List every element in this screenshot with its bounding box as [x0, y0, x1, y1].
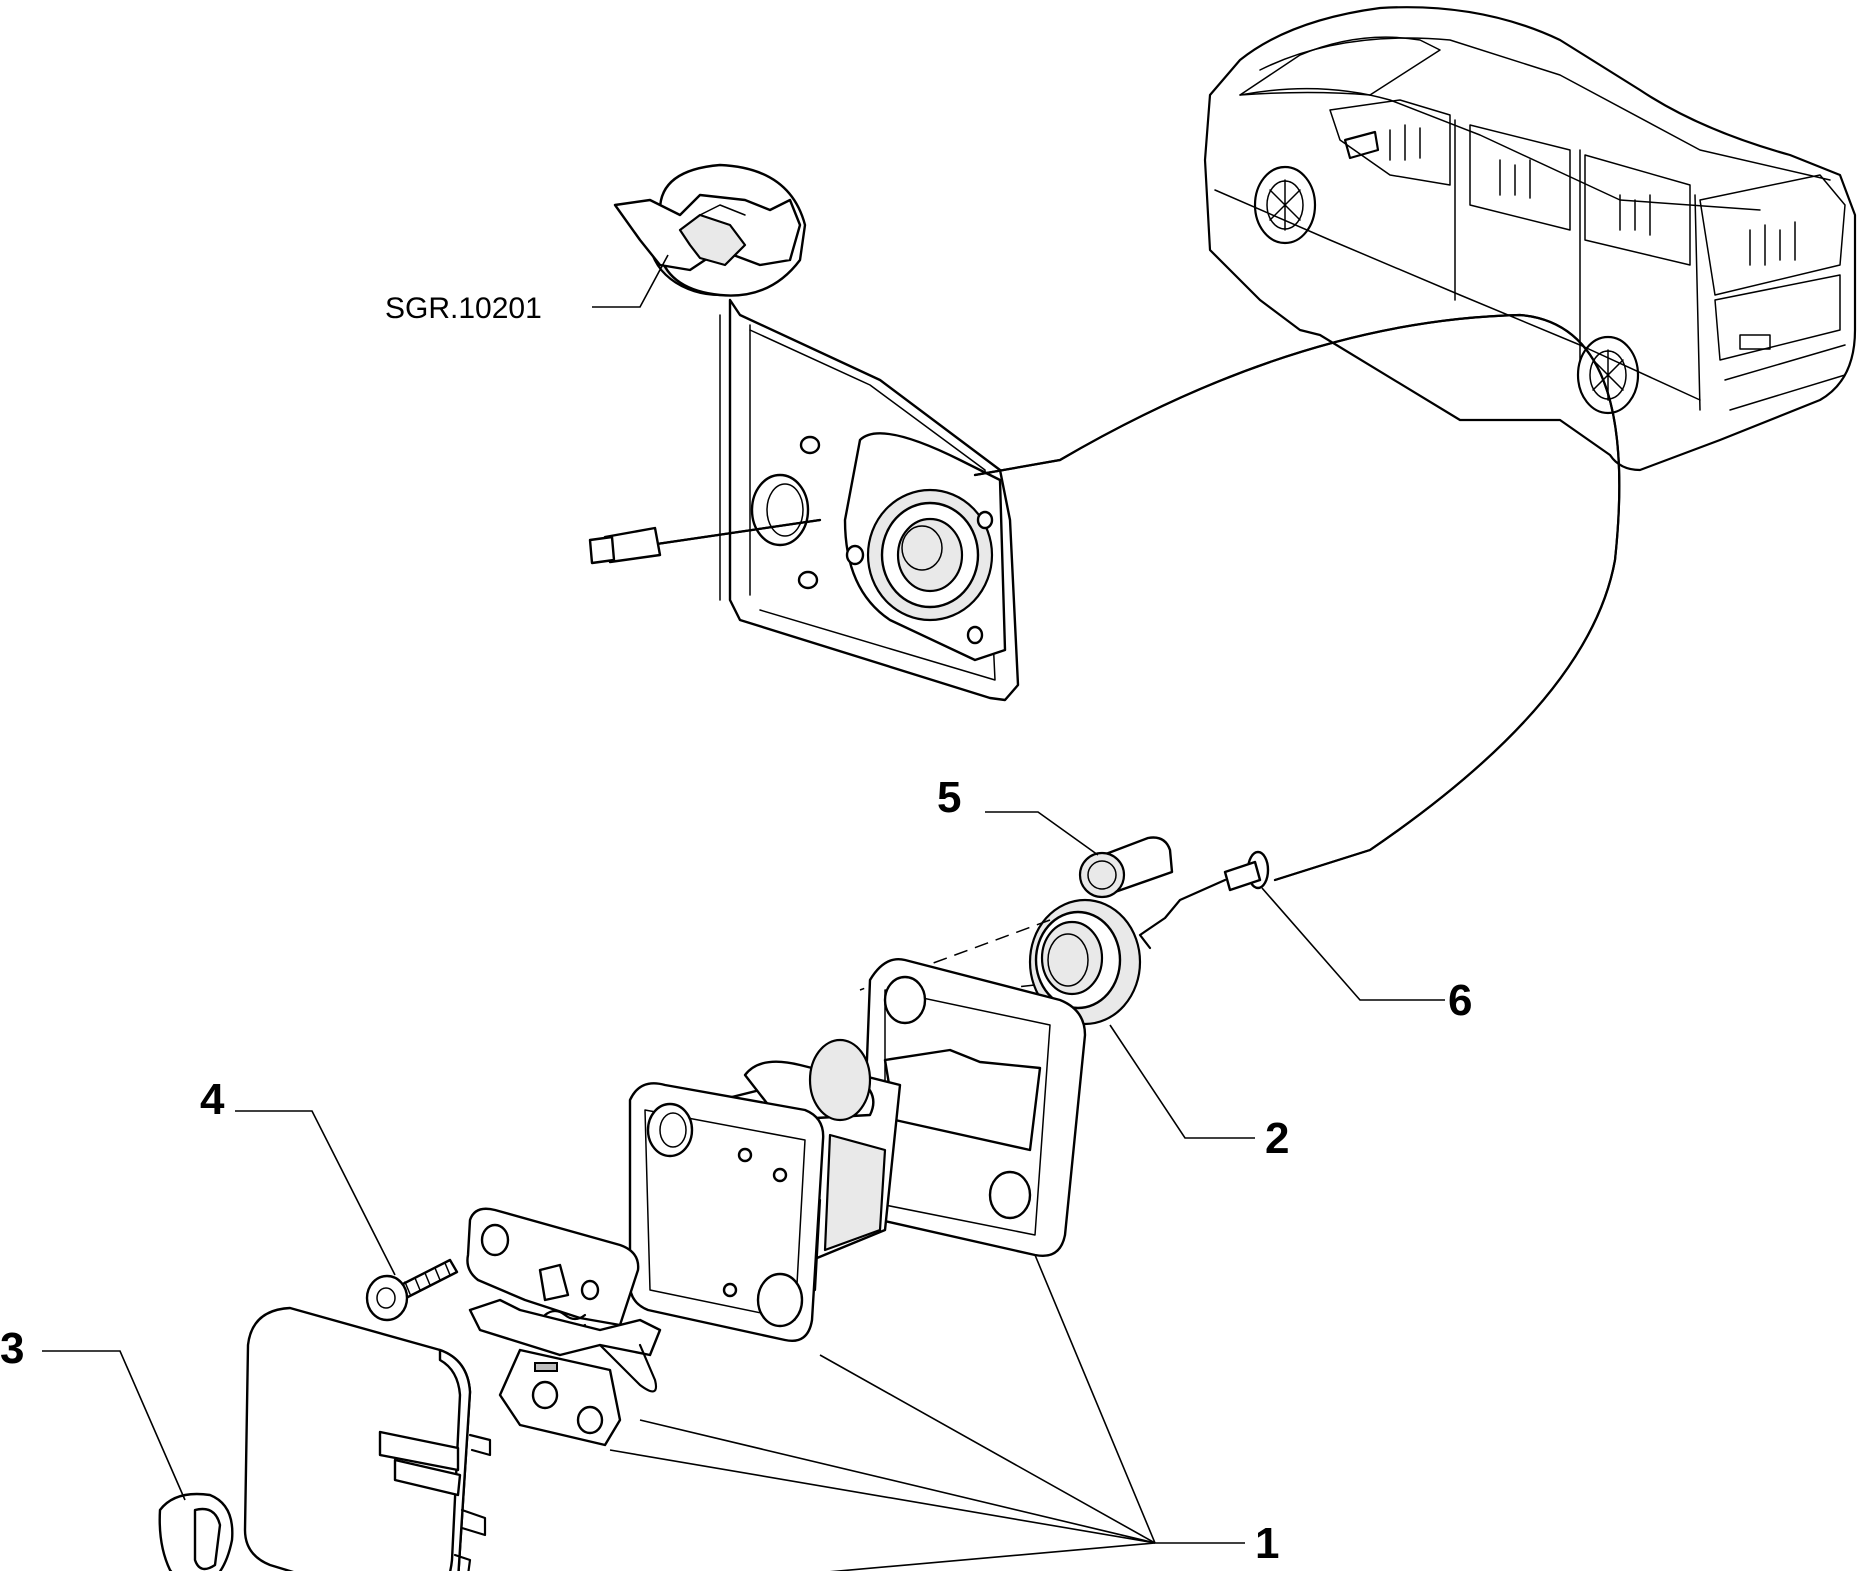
grommet — [1028, 898, 1142, 1026]
filler-neck-housing — [719, 298, 1020, 702]
leader-lines — [42, 254, 1445, 1571]
flap-housing-frame — [628, 1082, 825, 1342]
callout-5: 5 — [937, 773, 961, 822]
callout-6: 6 — [1448, 976, 1472, 1025]
fuel-cap-reference-part — [613, 163, 807, 297]
callout-4: 4 — [200, 1075, 225, 1124]
fuel-flap-door — [243, 1306, 492, 1571]
hinge-latch-mechanism — [466, 1207, 662, 1447]
flap-bumper — [158, 1492, 234, 1571]
callout-2: 2 — [1265, 1114, 1289, 1163]
release-cable — [588, 313, 1621, 950]
callout-3: 3 — [0, 1324, 24, 1373]
fixing-clip — [1078, 836, 1174, 899]
assembly-axis-line-lower — [859, 919, 1051, 991]
reference-label: SGR.10201 — [385, 292, 542, 325]
callout-1: 1 — [1255, 1519, 1279, 1568]
screw — [365, 1258, 459, 1322]
mounting-flange — [860, 958, 1087, 1257]
vehicle-thumbnail — [1203, 6, 1857, 472]
